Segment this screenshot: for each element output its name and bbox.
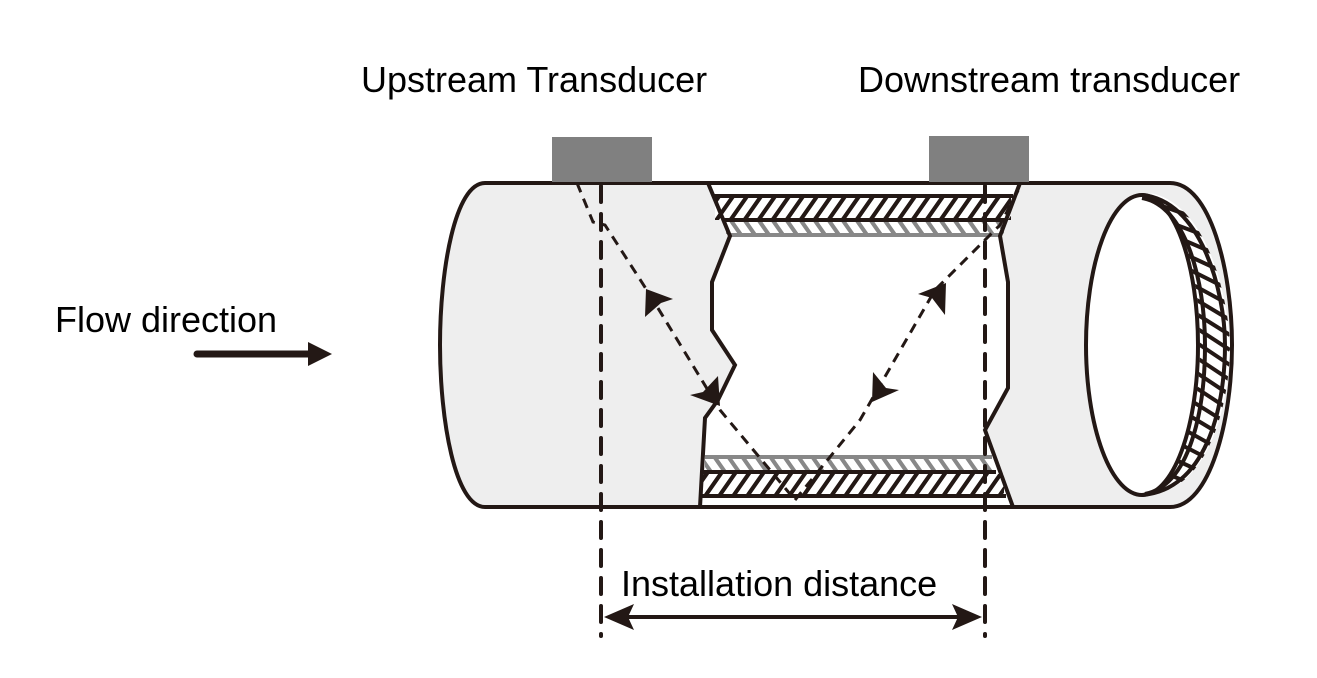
signal-path	[575, 182, 1024, 501]
downstream-transducer	[929, 136, 1029, 182]
downstream-transducer-label: Downstream transducer	[858, 59, 1241, 100]
reference-lines	[599, 184, 987, 638]
cutaway-edge-left	[698, 182, 738, 508]
arrowhead-downstream-down	[872, 372, 899, 402]
upstream-transducer	[552, 137, 652, 182]
arrowhead-upstream-up	[645, 289, 673, 317]
pipe-wall-bottom	[700, 455, 1006, 498]
flow-direction-label: Flow direction	[55, 299, 278, 340]
installation-distance-arrow	[604, 604, 982, 630]
arrowhead-downstream-up	[918, 283, 946, 315]
arrowhead-upstream-down	[690, 376, 720, 406]
upstream-transducer-label: Upstream Transducer	[361, 59, 708, 100]
installation-distance-label: Installation distance	[621, 563, 938, 604]
pipe-wall-top	[712, 194, 1013, 237]
cutaway-edge-right	[982, 182, 1022, 508]
flow-direction-arrow	[193, 342, 332, 366]
pipe-cutaway-interior	[700, 183, 1020, 507]
signal-arrowheads	[645, 283, 946, 406]
